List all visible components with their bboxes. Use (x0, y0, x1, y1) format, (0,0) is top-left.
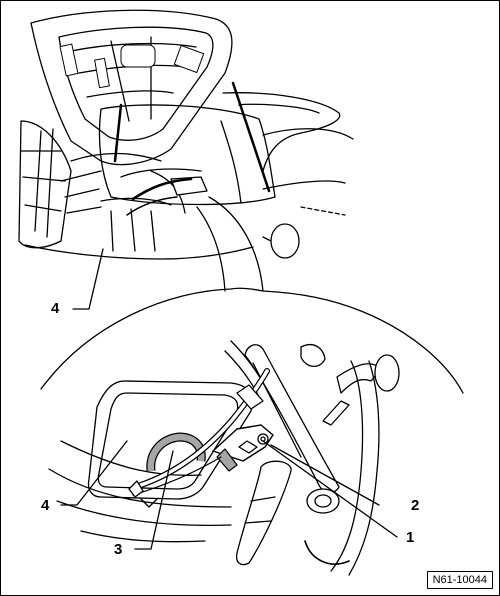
callout-4-overview: 4 (51, 300, 60, 317)
callout-1: 1 (406, 529, 415, 546)
callout-3: 3 (114, 541, 123, 558)
fuel-flap (270, 223, 300, 259)
trunk-side-panel (87, 380, 253, 500)
car-rear-body (222, 92, 341, 172)
leader-3 (134, 450, 174, 550)
leader-4-overview (72, 248, 104, 310)
gas-strut (244, 344, 340, 494)
magnify-neck-left (196, 206, 226, 292)
figure-reference: N61-10044 (426, 571, 493, 589)
callout-4-detail: 4 (41, 497, 50, 514)
trunk-opening (98, 104, 276, 206)
magnify-neck-right (208, 196, 264, 292)
wiring-connector (212, 424, 274, 472)
detail-circle-outline (40, 287, 464, 394)
leader-2 (270, 444, 380, 506)
trunk-lid-inner (58, 26, 214, 141)
trunk-overview (18, 9, 354, 292)
fuel-flap-detail (374, 354, 400, 392)
detail-view (40, 248, 464, 576)
leader-1 (262, 440, 398, 538)
callout-2: 2 (411, 497, 420, 514)
trunk-lid (30, 9, 233, 166)
leader-4-detail (60, 440, 128, 506)
